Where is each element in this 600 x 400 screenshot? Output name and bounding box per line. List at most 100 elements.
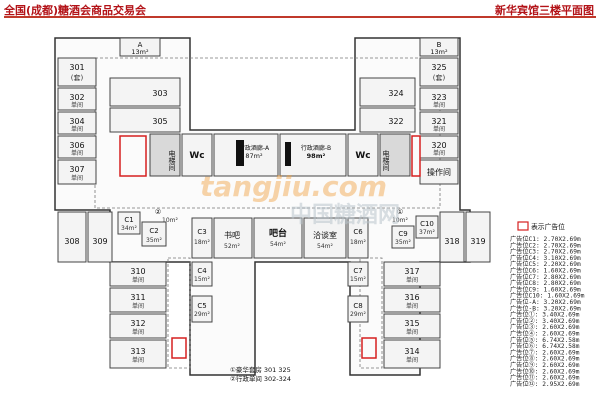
wc-right-label: Wc	[355, 151, 370, 161]
legend-item: 广告位C8: 2.80X2.69m	[510, 279, 581, 287]
legend-item: 广告位②: 3.40X2.69m	[510, 317, 580, 325]
room-c3-name: C3	[197, 228, 206, 236]
bar-counter-area: 54m²	[270, 241, 286, 248]
room-c1-area: 34m²	[121, 225, 137, 232]
stairs-a-letter: A	[138, 41, 143, 49]
room-c8-area: 29m²	[350, 311, 366, 318]
right-title: 新华宾馆三楼平面图	[495, 4, 594, 17]
legend-item: 广告位C4: 3.10X2.69m	[510, 254, 581, 262]
hall-a-name: 行政酒廊-A	[239, 144, 270, 152]
room-c8-name: C8	[353, 302, 362, 310]
legend-item: 广告位C2: 2.70X2.69m	[510, 241, 581, 249]
legend-item: 广告位⑩: 2.60X2.69m	[510, 367, 580, 375]
room-302	[57, 87, 97, 111]
room-c2-area: 35m²	[146, 237, 162, 244]
book-bar-area: 52m²	[224, 243, 240, 250]
room-318-num: 318	[444, 237, 459, 246]
room-310-sub: 单间	[132, 276, 144, 284]
room-312-sub: 单间	[132, 328, 144, 336]
room-315	[383, 313, 441, 339]
room-316-sub: 单间	[406, 302, 418, 310]
room-c9-name: C9	[398, 230, 407, 238]
meeting-room-area: 54m²	[317, 243, 333, 250]
legend-item: 广告位③: 2.60X2.69m	[510, 323, 580, 331]
room-c5-area: 29m²	[194, 311, 210, 318]
room-321	[419, 111, 459, 135]
room-306	[57, 135, 97, 159]
room-308	[57, 211, 87, 263]
legend-item: 广告位C6: 1.60X2.69m	[510, 267, 581, 275]
room-c7-name: C7	[353, 267, 362, 275]
room-c1	[117, 211, 141, 235]
ad-zone-left	[119, 135, 147, 177]
room-304-num: 304	[69, 117, 84, 126]
legend-item: 广告位①: 3.40X2.69m	[510, 311, 580, 319]
room-307-sub: 单间	[71, 174, 83, 182]
room-302-sub: 单间	[71, 101, 83, 109]
marker-1: ①	[397, 208, 403, 216]
room-306-sub: 单间	[71, 149, 83, 157]
right-room-set: 325 (套) 323 单间 321 单间 320 单间 操作间	[419, 57, 459, 185]
room-c5-name: C5	[197, 302, 206, 310]
room-307	[57, 159, 97, 185]
room-320-sub: 单间	[433, 149, 445, 157]
room-323	[419, 87, 459, 111]
room-319	[465, 211, 491, 263]
room-c3	[191, 217, 213, 259]
left-wing-corridor	[167, 257, 191, 369]
meeting-room-name: 洽谈室	[313, 230, 337, 240]
room-310	[109, 261, 167, 287]
legend-item: 广告位⑨: 2.60X2.69m	[510, 361, 580, 369]
room-322-num: 322	[388, 117, 403, 126]
room-315-num: 315	[404, 319, 419, 328]
marker-2: ②	[155, 208, 161, 216]
ad-zone-wing-left	[171, 337, 187, 359]
hall-a	[213, 133, 279, 177]
legend-item: 广告位⑫: 2.95X2.69m	[510, 380, 580, 388]
hall-b-name: 行政酒廊-B	[301, 144, 331, 152]
room-c10-area: 37m²	[419, 229, 435, 236]
room-317	[383, 261, 441, 287]
stairs-b-area: 13m²	[430, 48, 448, 56]
room-321-num: 321	[431, 117, 446, 126]
room-c7	[347, 261, 369, 287]
room-c10	[415, 215, 439, 239]
room-325-num: 325	[431, 63, 446, 72]
left-room-column: 301 (套) 302 单间 304 单间 306 单间 307 单间	[57, 57, 97, 185]
room-c10-name: C10	[420, 220, 434, 228]
room-c6-area: 18m²	[350, 239, 366, 246]
legend-item: 广告位-B: 3.20X2.69m	[510, 304, 581, 312]
operation-room	[419, 159, 459, 185]
book-bar-name: 书吧	[224, 230, 240, 240]
room-c6-name: C6	[353, 228, 363, 236]
elevator-right-label: 电梯间	[382, 149, 390, 172]
stairs-b	[419, 37, 459, 57]
room-321-sub: 单间	[433, 125, 445, 133]
header-rule	[4, 16, 596, 18]
room-309-num: 309	[92, 237, 107, 246]
room-318	[439, 211, 465, 263]
room-c6	[347, 217, 369, 259]
room-314-sub: 单间	[406, 356, 418, 364]
room-313	[109, 339, 167, 369]
room-319-num: 319	[470, 237, 485, 246]
room-312-num: 312	[130, 319, 145, 328]
room-c8	[347, 295, 369, 323]
room-312	[109, 313, 167, 339]
watermark-chinese: 中国糖酒网	[290, 202, 400, 228]
room-314	[383, 339, 441, 369]
room-316	[383, 287, 441, 313]
marker-2-area: 10m²	[162, 217, 178, 224]
room-302-num: 302	[69, 93, 84, 102]
note-1: ①豪华套房 301 325	[230, 365, 291, 374]
note-2: ②行政单间 302-324	[230, 374, 291, 383]
room-315-sub: 单间	[406, 328, 418, 336]
room-c9-area: 35m²	[395, 239, 411, 246]
legend-item: 广告位C7: 2.80X2.69m	[510, 273, 581, 281]
hall-b-pillar	[285, 142, 291, 166]
bar-counter	[253, 217, 303, 259]
stairs-a	[119, 37, 161, 57]
legend-marker	[517, 221, 529, 231]
room-c7-area: 15m²	[350, 276, 366, 283]
